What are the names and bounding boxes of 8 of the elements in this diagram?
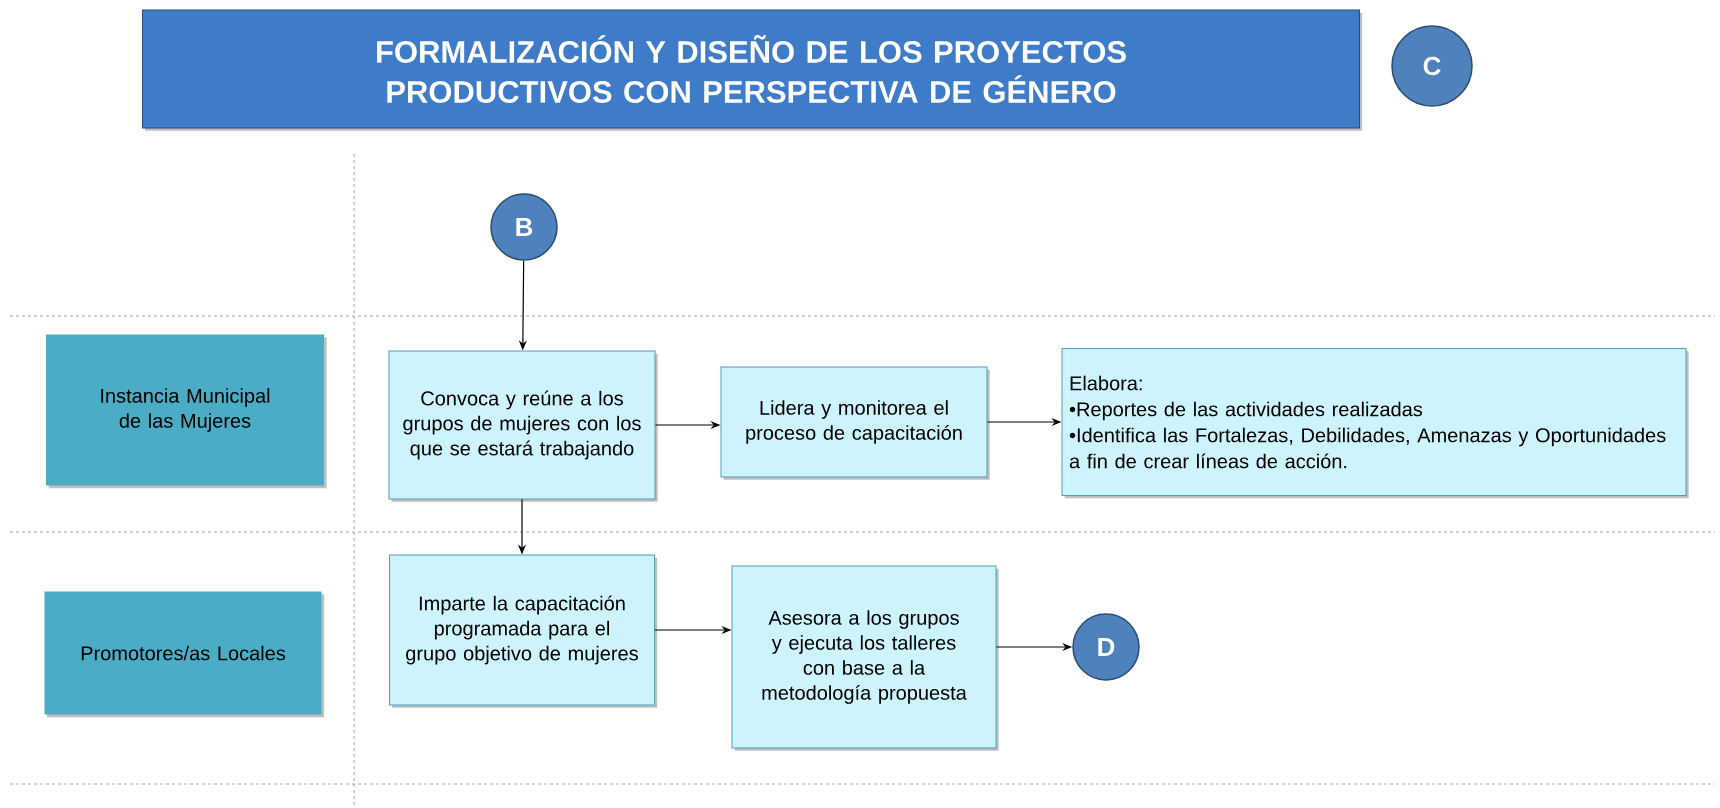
- process-box: Imparte la capacitación programada para el grupo objetivo de mujeres: [389, 554, 658, 708]
- lane-label-box: Promotores/as Locales: [44, 591, 325, 718]
- lane-label-box: Instancia Municipal de las Mujeres: [46, 334, 327, 489]
- process-box: Lidera y monitorea el proceso de capacitación: [720, 366, 990, 480]
- process-box: Elabora: •Reportes de las actividades realizadas •Identifica las Fortalezas, Debilidades, Amenazas y Oportunidades a fin de crear líneas de acción.: [1061, 348, 1689, 499]
- title-banner: FORMALIZACIÓN Y DISEÑO DE LOS PROYECTOS PRODUCTIVOS CON PERSPECTIVA DE GÉNERO: [142, 9, 1363, 131]
- process-box: Asesora a los grupos y ejecuta los talleres con base a la metodología propuesta: [731, 565, 999, 751]
- process-box: Convoca y reúne a los grupos de mujeres con los que se estará trabajando: [388, 350, 658, 502]
